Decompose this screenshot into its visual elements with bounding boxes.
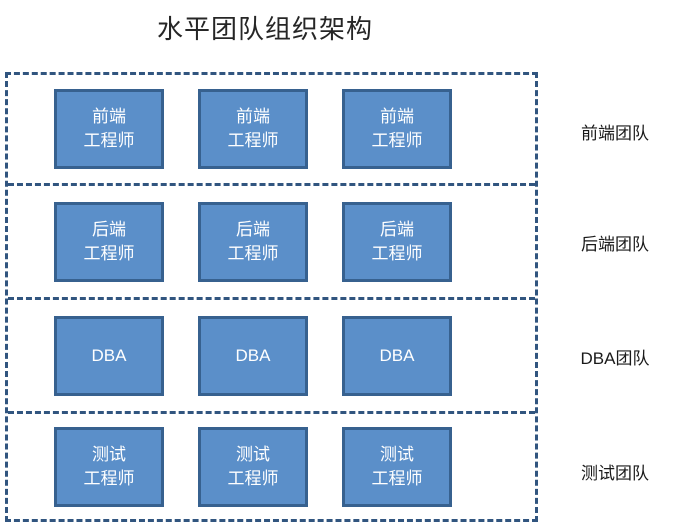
role-box[interactable]: DBA — [198, 315, 308, 396]
teams-container: 前端 工程师 前端 工程师 前端 工程师 后端 工程师 后端 工程师 后端 工程… — [5, 72, 538, 522]
role-box[interactable]: 后端 工程师 — [54, 201, 164, 282]
team-lane-backend: 后端 工程师 后端 工程师 后端 工程师 — [8, 186, 535, 300]
role-box[interactable]: 前端 工程师 — [198, 89, 308, 169]
role-box[interactable]: 前端 工程师 — [342, 89, 452, 169]
role-box[interactable]: DBA — [54, 315, 164, 396]
team-label-frontend: 前端团队 — [581, 124, 649, 143]
team-lane-test: 测试 工程师 测试 工程师 测试 工程师 — [8, 414, 535, 519]
team-lane-dba: DBA DBA DBA — [8, 300, 535, 414]
role-box[interactable]: 后端 工程师 — [198, 201, 308, 282]
role-box-group: DBA DBA DBA — [8, 315, 452, 396]
role-box[interactable]: 后端 工程师 — [342, 201, 452, 282]
role-box[interactable]: DBA — [342, 315, 452, 396]
team-label-test: 测试团队 — [581, 464, 649, 483]
team-lane-frontend: 前端 工程师 前端 工程师 前端 工程师 — [8, 75, 535, 186]
role-box[interactable]: 测试 工程师 — [198, 426, 308, 507]
team-label-dba: DBA团队 — [580, 349, 650, 368]
page-title: 水平团队组织架构 — [156, 14, 373, 44]
role-box[interactable]: 测试 工程师 — [342, 426, 452, 507]
role-box-group: 测试 工程师 测试 工程师 测试 工程师 — [8, 426, 452, 507]
role-box[interactable]: 测试 工程师 — [54, 426, 164, 507]
role-box-group: 前端 工程师 前端 工程师 前端 工程师 — [8, 89, 452, 169]
team-label-backend: 后端团队 — [581, 235, 649, 254]
role-box[interactable]: 前端 工程师 — [54, 89, 164, 169]
role-box-group: 后端 工程师 后端 工程师 后端 工程师 — [8, 201, 452, 282]
